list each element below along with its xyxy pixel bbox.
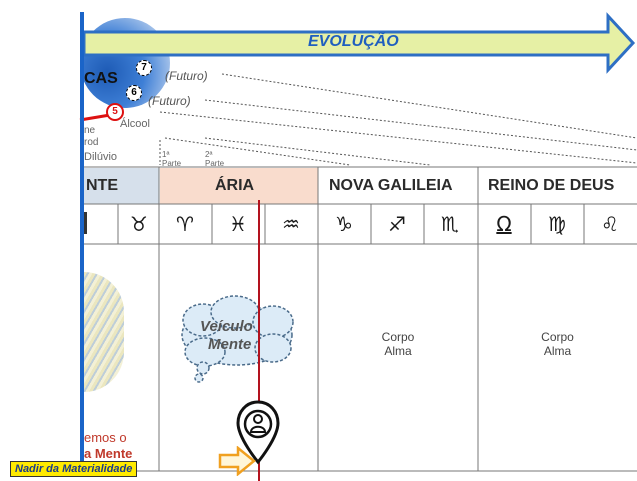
col-header-nte: NTE: [86, 177, 118, 194]
epoch-label-rod: rod: [84, 137, 99, 148]
left-text-1: emos o: [84, 430, 127, 445]
red-timeline-marker: [258, 200, 260, 481]
part-label-1: 1ª Parte: [162, 150, 182, 168]
header-aria: [160, 168, 318, 204]
left-text-2: a Mente: [84, 446, 133, 461]
sign-leo-icon: ♌: [601, 212, 619, 236]
marker-7-label: (Futuro): [165, 69, 208, 83]
sign-taurus-icon: ♉: [130, 212, 148, 236]
epoch-heading: CAS: [84, 70, 118, 87]
col-header-nova-galileia: NOVA GALILEIA: [329, 177, 453, 194]
nadir-label: Nadir da Materialidade: [10, 461, 138, 477]
epoch-label-diluvio: Dilúvio: [84, 151, 118, 163]
col-header-aria: ÁRIA: [215, 177, 255, 194]
cloud-text-veiculo: Veículo: [200, 318, 253, 335]
sign-scorpio-icon: ♏: [441, 212, 459, 236]
pointer-arrow-icon: [218, 446, 256, 476]
left-blue-bar: [80, 12, 84, 472]
brain-image: [84, 272, 124, 392]
col-header-reino-de-deus: REINO DE DEUS: [488, 177, 615, 194]
sign-aries-icon: ♈: [176, 212, 194, 236]
sign-pisces-icon: ♓: [229, 212, 247, 236]
cloud-text-mente: Mente: [208, 336, 252, 353]
sign-omega-icon: Ω: [496, 212, 512, 236]
marker-5-label: Álcool: [120, 118, 150, 130]
thought-cloud: [181, 295, 294, 383]
sign-aquarius-icon: ♒: [282, 212, 300, 236]
marker-7: 7: [136, 60, 152, 76]
marker-6-label: (Futuro): [148, 94, 191, 108]
marker-5: 5: [106, 103, 124, 121]
epoch-label-ne: ne: [84, 125, 96, 136]
location-pin-icon: [236, 400, 280, 465]
banner-title: EVOLUÇÃO: [308, 33, 399, 50]
sign-sagittarius-icon: ♐: [388, 212, 406, 236]
reino-de-deus-body: Corpo Alma: [541, 330, 574, 358]
sign-capricorn-icon: ♑: [335, 212, 353, 236]
partial-sign: [84, 212, 87, 234]
evolution-arrow: [82, 12, 636, 74]
header-nte: [82, 168, 159, 204]
nova-galileia-body: Corpo Alma: [381, 330, 415, 358]
part-label-2: 2ª Parte: [205, 150, 225, 168]
sign-virgo-icon: ♍: [548, 212, 566, 236]
marker-6: 6: [126, 85, 142, 101]
